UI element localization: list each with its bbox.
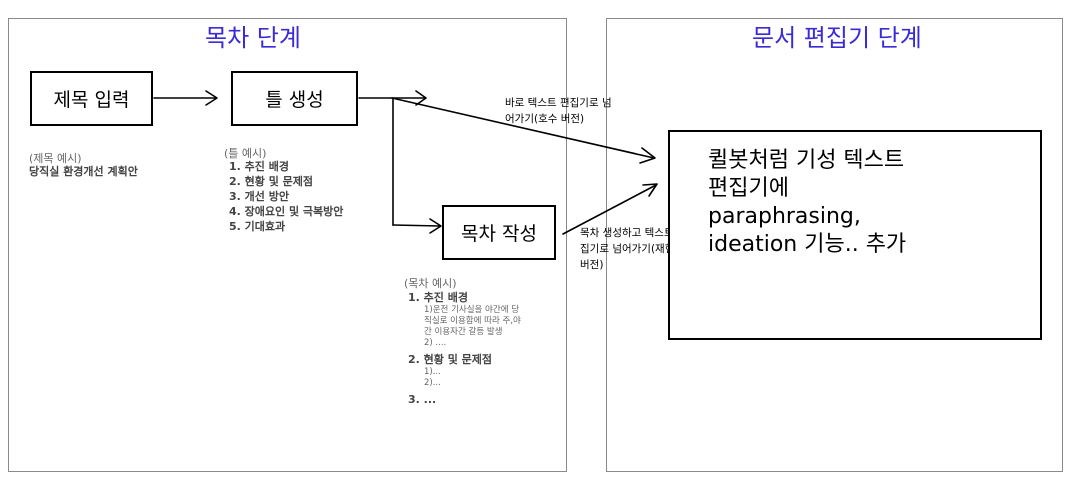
template-example-list: 1. 추진 배경 2. 현황 및 문제점 3. 개선 방안 4. 장애요인 및 … — [229, 159, 343, 234]
arrow-to-toc-head — [429, 218, 442, 234]
toc-item: 3. ... — [408, 393, 437, 406]
editor-line: 퀼봇처럼 기성 텍스트 — [708, 148, 905, 173]
template-item: 5. 기대효과 — [229, 220, 286, 233]
title-example-value: 당직실 환경개선 계획안 — [29, 165, 138, 178]
toc-stage-panel — [8, 18, 567, 472]
toc-subitem: 2) .... — [424, 338, 447, 348]
arrow-toc-to-editor-head — [642, 183, 658, 197]
toc-example-list: 1. 추진 배경 1)운전 기사실을 야간에 당 직실로 이용함에 따라 주,야… — [408, 290, 521, 407]
editor-feature-text: 퀼봇처럼 기성 텍스트 편집기에 paraphrasing, ideation … — [708, 147, 906, 259]
template-gen-node: 틀 생성 — [231, 71, 358, 126]
toc-item: 1. 추진 배경 — [408, 291, 468, 304]
toc-stage-title: 목차 단계 — [205, 24, 301, 52]
editor-stage-panel — [606, 18, 1063, 472]
note-line: 바로 텍스트 편집기로 넘 — [505, 97, 612, 109]
title-example-caption: (제목 예시) — [29, 152, 82, 165]
title-input-node: 제목 입력 — [30, 71, 153, 126]
arrow-title-to-template-head — [205, 90, 218, 106]
editor-stage-title: 문서 편집기 단계 — [752, 24, 922, 52]
template-gen-label: 틀 생성 — [265, 89, 324, 111]
title-input-label: 제목 입력 — [53, 89, 130, 111]
arrow-template-stub-head — [415, 90, 427, 106]
template-example-caption: (틀 예시) — [224, 147, 267, 160]
template-item: 2. 현황 및 문제점 — [229, 175, 314, 188]
toc-subitem: 간 이용자간 갈등 발생 — [424, 327, 503, 337]
editor-line: 편집기에 — [708, 176, 789, 201]
arrow-toc-to-editor — [562, 184, 657, 235]
toc-example-caption: (목차 예시) — [404, 277, 457, 290]
toc-subitem: 1)... — [424, 367, 441, 377]
toc-write-node: 목차 작성 — [442, 205, 556, 260]
note-line: 집기로 넘어가기(재현 — [580, 243, 675, 255]
arrow-direct-to-editor — [391, 97, 655, 159]
template-item: 1. 추진 배경 — [229, 160, 289, 173]
toc-subitem: 2)... — [424, 378, 441, 388]
note-line: 목차 생성하고 텍스트 편 — [580, 227, 687, 239]
toc-write-label: 목차 작성 — [461, 223, 537, 245]
arrow-to-toc — [392, 224, 441, 227]
template-item: 3. 개선 방안 — [229, 190, 289, 203]
toc-subitem: 직실로 이용함에 따라 주,야 — [424, 316, 521, 326]
editor-feature-box — [668, 130, 1042, 340]
note-line: 어가기(호수 버전) — [505, 113, 585, 125]
template-item: 4. 장애요인 및 극복방안 — [229, 205, 344, 218]
toc-item: 2. 현황 및 문제점 — [408, 353, 493, 366]
arrow-direct-to-editor-head — [639, 147, 656, 164]
toc-subitem: 1)운전 기사실을 야간에 당 — [424, 305, 520, 315]
note-line: 버전) — [580, 259, 604, 271]
editor-line: ideation 기능.. 추가 — [708, 232, 907, 257]
editor-line: paraphrasing, — [708, 204, 861, 229]
toc-path-note: 목차 생성하고 텍스트 편 집기로 넘어가기(재현 버전) — [580, 225, 687, 273]
direct-path-note: 바로 텍스트 편집기로 넘 어가기(호수 버전) — [505, 95, 612, 127]
